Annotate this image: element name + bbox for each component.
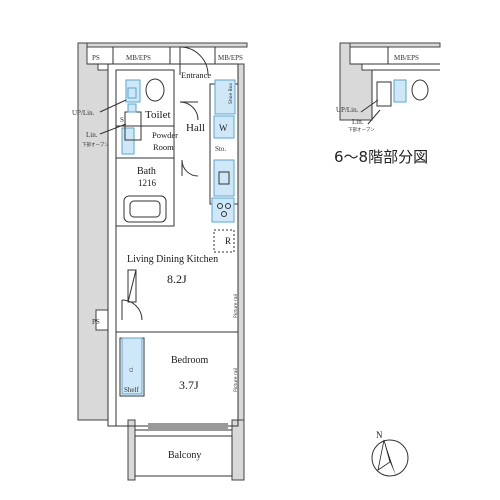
label-bath: Bath	[137, 166, 156, 177]
label-bedroom-size: 3.7J	[179, 378, 199, 392]
label-ldk: Living Dining Kitchen	[127, 254, 218, 265]
label-mb-eps-right: MB/EPS	[218, 54, 243, 62]
closet-shelf	[121, 337, 143, 395]
washbasin	[121, 127, 135, 155]
kitchen-sink	[213, 159, 235, 197]
label-lin: Lin.	[86, 131, 98, 139]
shoe-box	[214, 79, 236, 115]
label-shoe-box: Shoe Box	[228, 83, 234, 104]
inset-label-mb-eps: MB/EPS	[394, 54, 419, 62]
room-labels: Toilet Powder Room Hall Entrance Bath 12…	[127, 70, 218, 461]
label-bath-size: 1216	[138, 178, 157, 188]
stove	[211, 197, 235, 223]
inset-lin-closet	[376, 81, 392, 107]
inset-label-lin: Lin.	[352, 118, 364, 126]
interior-walls	[87, 47, 239, 477]
toilet-bowl	[145, 78, 165, 102]
label-powder-1: Powder	[152, 130, 178, 140]
label-wash: W	[219, 123, 228, 133]
label-toilet: Toilet	[145, 109, 171, 121]
label-bedroom: Bedroom	[171, 355, 208, 366]
doors	[121, 46, 209, 321]
refrigerator-space	[213, 229, 235, 253]
label-ps-left: PS	[92, 318, 100, 326]
fixture-labels: PS MB/EPS MB/EPS Shoe Box W Sto. R Shelf…	[72, 54, 243, 394]
label-ps-top: PS	[92, 54, 100, 62]
inset-label-lin-note: 下部オープン	[348, 126, 375, 133]
ldk-window-box	[127, 269, 137, 303]
label-picture-rail-1: Picture rail	[233, 294, 239, 318]
label-s-mark: S	[120, 116, 124, 124]
label-powder-2: Room	[153, 142, 174, 152]
label-up-lin: UP/Lin.	[72, 109, 95, 117]
compass: N	[371, 430, 409, 477]
label-entrance: Entrance	[181, 70, 211, 80]
label-shelf: Shelf	[124, 386, 139, 394]
inset-fixture-tank	[393, 79, 407, 103]
label-lin-note: 下部オープン	[82, 141, 109, 148]
label-picture-rail-2: Picture rail	[233, 368, 239, 392]
main-plan: Toilet Powder Room Hall Entrance Bath 12…	[72, 42, 248, 481]
label-balcony: Balcony	[168, 450, 201, 461]
label-ldk-size: 8.2J	[167, 272, 187, 286]
compass-north-label: N	[376, 430, 383, 440]
fixtures	[121, 78, 236, 395]
inset-plan: MB/EPS UP/Lin. Lin. 下部オープン 6～8階部分図	[334, 42, 441, 166]
washing-machine-area	[213, 115, 235, 139]
label-mb-eps-top: MB/EPS	[126, 54, 151, 62]
windows	[146, 331, 236, 429]
compass-ring	[371, 439, 409, 477]
inset-title: 6～8階部分図	[334, 148, 428, 166]
inset-label-up-lin: UP/Lin.	[336, 106, 359, 114]
inset-fixture-bowl	[411, 79, 429, 101]
label-refrigerator: R	[225, 236, 231, 246]
label-hall: Hall	[186, 122, 205, 134]
north-arrow-icon	[384, 440, 396, 476]
label-storage: Sto.	[215, 145, 226, 153]
label-closet: Cl.	[129, 366, 135, 372]
